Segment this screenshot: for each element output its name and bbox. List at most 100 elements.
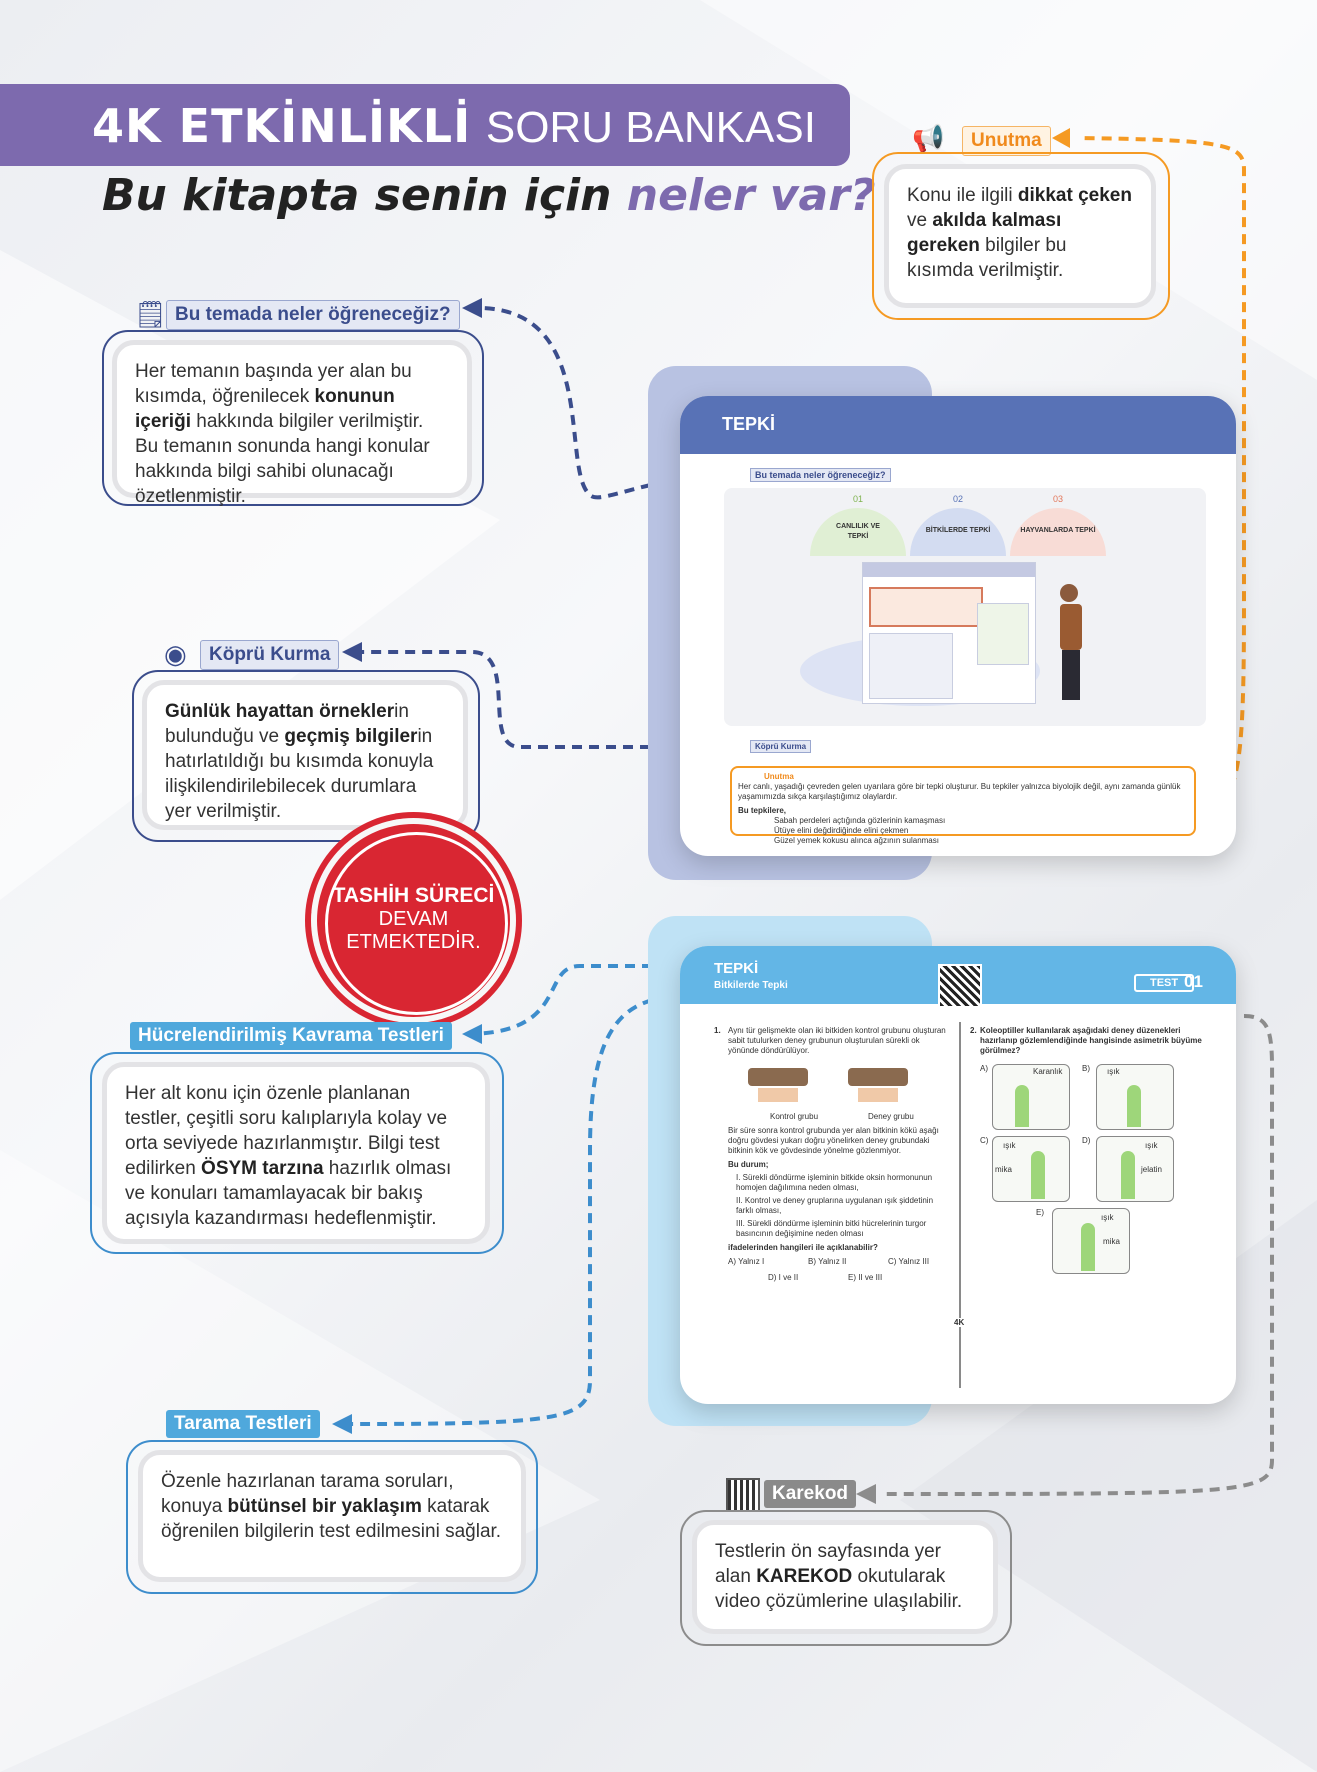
q2-option-e-side: mika [1103,1237,1120,1246]
hucre-bold-1: ÖSYM tarzına [201,1158,324,1179]
q1-item-1: I. Sürekli döndürme işleminin bitkide ok… [736,1173,933,1192]
topic-3-num: 03 [1052,494,1063,504]
topic-2-num: 02 [952,494,963,504]
page2-title: TEPKİ [714,960,759,977]
stamp-line-1: TASHİH SÜRECİ [332,884,495,907]
q2-option-d-box: ışık jelatin [1096,1136,1174,1202]
q1-text: Aynı tür gelişmekte olan iki bitkiden ko… [728,1026,946,1055]
question-2: 2. Koleoptiller kullanılarak aşağıdaki d… [970,1026,1210,1056]
tarama-outline [126,1440,538,1594]
subtitle-accent: neler var? [626,170,876,221]
illustration-window [862,562,1036,704]
hucre-tag: Hücrelendirilmiş Kavrama Testleri [130,1022,452,1050]
tema-bold-1: konunun içeriği [135,386,395,432]
q1-text-2: Bir süre sonra kontrol grubunda yer alan… [728,1126,939,1155]
kopru-bold-2: geçmiş bilgiler [284,726,418,747]
q1-item-2: II. Kontrol ve deney gruplarına uygulana… [736,1196,934,1215]
page1-unutma-text: Her canlı, yaşadığı çevreden gelen uyarı… [738,782,1181,801]
megaphone-icon: 📢 [912,124,945,154]
page1-title: TEPKİ [722,414,776,434]
karekod-textbox: Testlerin ön sayfasında yer alan KAREKOD… [692,1520,998,1634]
q2-option-d-label: ışık [1145,1141,1158,1150]
page2-test-label: TEST [1134,974,1195,992]
q2-option-c-side: mika [995,1165,1012,1174]
tema-text-2: hakkında bilgiler verilmiştir. Bu temanı… [135,411,430,507]
plant-image [977,603,1029,665]
q2-option-b-label: ışık [1107,1067,1120,1076]
unutma-text-1: Konu ile ilgili [907,185,1018,206]
q1-option-b: B) Yalnız II [808,1257,847,1266]
tema-tag: Bu temada neler öğreneceğiz? [166,300,460,330]
q2-option-e-box: ışık mika [1052,1208,1130,1274]
q1-option-a: A) Yalnız I [728,1257,765,1266]
stamp-ring [325,832,508,1015]
q1-ask: ifadelerinden hangileri ile açıklanabili… [728,1243,878,1252]
unutma-tag: Unutma [962,126,1051,156]
page1-preview: TEPKİ Bu temada neler öğreneceğiz? 01 CA… [680,396,1236,856]
window-titlebar [863,563,1035,577]
doctor-image [869,633,953,699]
q1-option-d: D) I ve II [768,1273,799,1282]
topic-3-label: HAYVANLARDA TEPKİ [1020,527,1096,534]
page2-qr-code [938,964,982,1008]
unutma-outline [872,152,1170,320]
page1-unutma-tag: Unutma [764,772,794,781]
page1-header [680,396,1236,454]
column-divider [959,1022,961,1388]
unutma-bold-1: dikkat çeken [1017,185,1132,206]
presenter-figure [1060,584,1082,704]
q2-option-c-box: ışık mika [992,1136,1070,1202]
unutma-bold-2: akılda kalması gereken [907,210,1062,256]
hucre-outline [90,1052,504,1254]
q2-text: Koleoptiller kullanılarak aşağıdaki dene… [980,1026,1202,1055]
q1-label-experiment: Deney grubu [868,1112,914,1121]
page-subtitle: Bu kitapta senin için neler var? [102,170,875,221]
tarama-textbox: Özenle hazırlanan tarama soruları, konuy… [138,1450,526,1582]
page2-test-number: 01 [1184,972,1203,991]
qr-code-icon [726,1478,760,1512]
q1-option-c: C) Yalnız III [888,1257,930,1266]
q1-bu-durum: Bu durum; [728,1160,769,1169]
q1-label-control: Kontrol grubu [770,1112,819,1121]
q2-option-d-key: D) [1082,1136,1091,1145]
kopru-text-2: in hatırlatıldığı bu kısımda konuyla ili… [165,726,434,822]
tarama-text-2: katarak öğrenilen bilgilerin test edilme… [161,1496,502,1542]
tarama-tag: Tarama Testleri [166,1410,320,1438]
q2-option-a-key: A) [980,1064,988,1073]
q2-option-e-key: E) [1036,1208,1044,1217]
page1-list-title: Bu tepkilere, [738,806,787,815]
page1-list-item-1: Sabah perdeleri açtığında gözlerinin kam… [774,816,946,825]
broadcast-icon: ◉ [164,640,187,670]
karekod-text-1: Testlerin ön sayfasında yer alan [715,1541,942,1587]
page1-kopru-tag: Köprü Kurma [750,740,812,753]
karekod-tag: Karekod [764,1480,857,1508]
karekod-bold-1: KAREKOD [756,1566,853,1587]
page1-list-item-3: Güzel yemek kokusu alınca ağzının sulanm… [774,836,939,845]
document-icon: 🗒 [134,300,168,330]
kopru-textbox: Günlük hayattan örneklerin bulunduğu ve … [142,680,468,830]
tema-outline [102,330,484,506]
q1-item-3: III. Sürekli döndürme işleminin bitki hü… [736,1219,927,1238]
page1-list-item-2: Ütüye elini değdirdiğinde elini çekmen [774,826,909,835]
topic-1-label: CANLILIK VE TEPKİ [836,523,880,540]
q2-option-a-label: Karanlık [1033,1067,1063,1076]
q2-option-b-key: B) [1082,1064,1090,1073]
unutma-textbox: Konu ile ilgili dikkat çeken ve akılda k… [884,164,1156,308]
q2-option-e-label: ışık [1101,1213,1114,1222]
unutma-text-3: bilgiler bu kısımda verilmiştir. [907,235,1067,281]
stamp-line-2: DEVAM [378,908,449,930]
page1-tema-tag: Bu temada neler öğreneceğiz? [750,468,891,482]
page1-unutma-box: Unutma Her canlı, yaşadığı çevreden gele… [730,766,1196,845]
page2-logo: 4K [954,1318,965,1327]
q2-option-a-box: Karanlık [992,1064,1070,1130]
page2-subtitle: Bitkilerde Tepki [714,980,788,991]
kopru-tag: Köprü Kurma [200,640,340,670]
topic-2-label: BİTKİLERDE TEPKİ [925,527,991,534]
header-banner [0,84,850,166]
q2-number: 2. [970,1026,977,1035]
q1-options: A) Yalnız I B) Yalnız II C) Yalnız III D… [718,1257,948,1289]
question-1: 1. Aynı tür gelişmekte olan iki bitkiden… [714,1026,948,1289]
kopru-text-1: in bulunduğu ve [165,701,409,747]
kopru-bold-1: Günlük hayattan örnekler [165,701,395,722]
